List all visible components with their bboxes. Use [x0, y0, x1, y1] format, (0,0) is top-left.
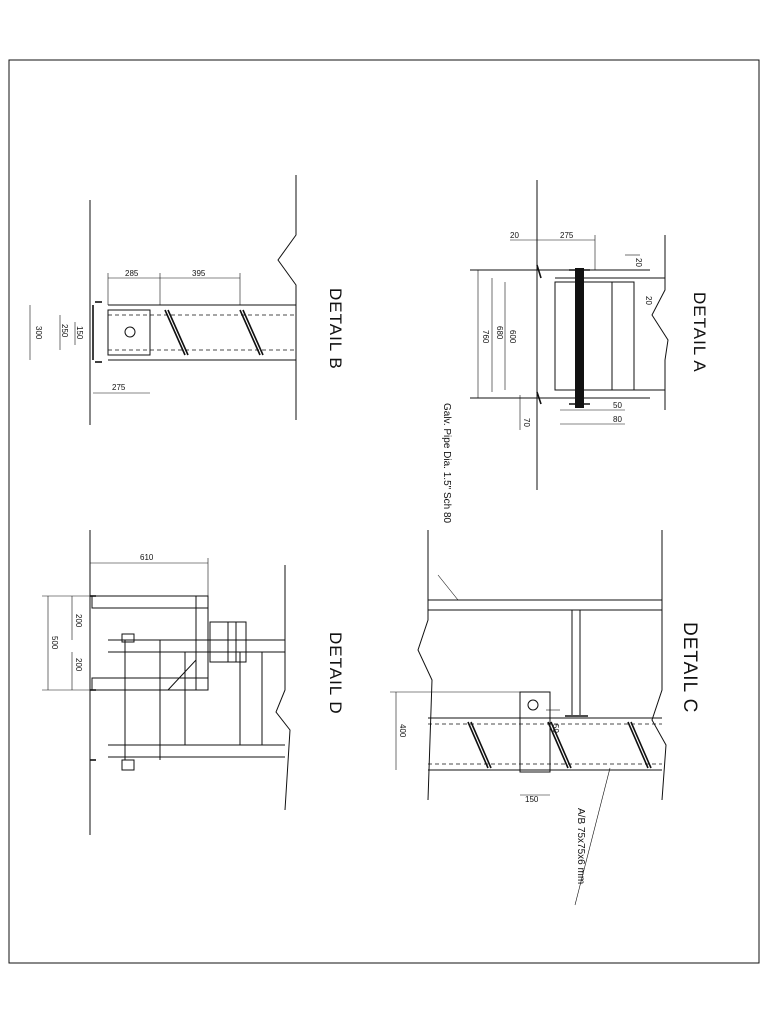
- dim-a-80: 80: [613, 415, 622, 424]
- detail-d: 610 500 200 200 DETAIL D: [42, 530, 345, 835]
- dim-a-275: 275: [560, 231, 574, 240]
- dim-b-275: 275: [112, 383, 126, 392]
- pipe-note: Galv. Pipe Dia. 1.5" Sch 80: [437, 403, 459, 601]
- dim-d-200a: 200: [74, 614, 83, 628]
- detail-b: 285 395 300 250 150 275 DETAIL B: [29, 175, 345, 425]
- detail-b-title: DETAIL B: [326, 288, 345, 370]
- detail-a: 20 275 20 20 760 680 600 70 50 80 DETAIL…: [470, 180, 709, 490]
- dim-b-150: 150: [75, 326, 84, 340]
- angle-note-text: A/B 75x75x6 mm: [575, 808, 586, 884]
- detail-c: 400 50 150 A/B 75x75x6 mm DETAIL C: [390, 530, 700, 906]
- dim-c-150: 150: [525, 795, 539, 804]
- sheet-border: [8, 59, 760, 964]
- detail-d-title: DETAIL D: [326, 632, 345, 715]
- dim-a-600: 600: [508, 330, 517, 344]
- dim-b-395: 395: [192, 269, 206, 278]
- dim-a-20-right: 20: [634, 258, 643, 267]
- dim-b-285: 285: [125, 269, 139, 278]
- dim-d-200b: 200: [74, 658, 83, 672]
- dim-a-70: 70: [522, 418, 531, 427]
- dim-d-500: 500: [50, 636, 59, 650]
- dim-d-610: 610: [140, 553, 154, 562]
- detail-c-title: DETAIL C: [679, 622, 700, 713]
- detail-a-title: DETAIL A: [690, 292, 709, 373]
- pipe-note-text: Galv. Pipe Dia. 1.5" Sch 80: [441, 403, 452, 524]
- dim-c-400: 400: [398, 724, 407, 738]
- dim-c-50: 50: [551, 724, 560, 733]
- dim-a-20-top: 20: [510, 231, 519, 240]
- dim-b-250: 250: [60, 324, 69, 338]
- dim-b-300: 300: [34, 326, 43, 340]
- dim-a-680: 680: [495, 326, 504, 340]
- dim-a-50: 50: [613, 401, 622, 410]
- dim-a-20-right2: 20: [644, 296, 653, 305]
- dim-a-760: 760: [481, 330, 490, 344]
